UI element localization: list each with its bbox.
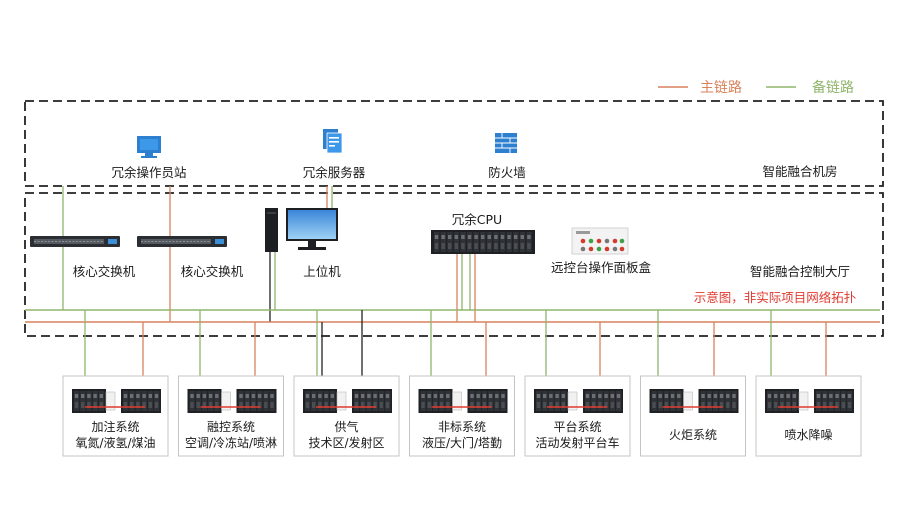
subsystem-box: 喷水降噪	[755, 375, 862, 457]
control-panel-box-label: 远控台操作面板盒	[551, 260, 652, 275]
core-switch-2-label: 核心交换机	[181, 264, 244, 279]
host-computer-label: 上位机	[303, 264, 341, 279]
subsystem-row: 加注系统氧氮/液氢/煤油融控系统空调/冷冻站/喷淋供气技术区/发射区非标系统液压…	[62, 375, 862, 457]
plc-rack-icon	[765, 389, 809, 413]
subsystem-box: 火炬系统	[640, 375, 746, 457]
subsystem-title: 喷水降噪	[784, 428, 832, 442]
subsystem-detail: 活动发射平台车	[535, 435, 619, 450]
plc-rack-icon	[187, 389, 231, 413]
plc-rack-icon	[352, 389, 392, 413]
subsystem-title: 平台系统	[553, 419, 601, 434]
firewall-icon	[495, 133, 517, 153]
operator-station-label: 冗余操作员站	[111, 165, 186, 180]
main-link-legend-label: 主链路	[700, 80, 742, 96]
plc-rack-icon	[418, 389, 462, 413]
firewall-label: 防火墙	[488, 165, 526, 180]
plc-rack-icon	[467, 389, 508, 413]
plc-rack-icon	[583, 389, 623, 413]
plc-rack-icon	[698, 389, 739, 413]
plc-rack-icon	[236, 389, 277, 413]
subsystem-title: 非标系统	[438, 420, 486, 434]
plc-rack-icon	[121, 389, 161, 413]
control-hall-label: 智能融合控制大厅	[750, 264, 850, 279]
backup-link-legend-label: 备链路	[812, 79, 854, 96]
core-switch-2-icon	[137, 236, 227, 247]
subsystem-detail: 氧氮/液氢/煤油	[75, 435, 155, 450]
server-label: 冗余服务器	[303, 165, 366, 180]
core-switch-1-label: 核心交换机	[73, 264, 136, 279]
zone-control-hall	[24, 192, 884, 337]
control-panel-box-icon	[571, 227, 629, 255]
redundant-cpu-icon	[431, 230, 535, 254]
server-room-label: 智能融合机房	[762, 164, 837, 179]
redundant-cpu-label: 冗余CPU	[452, 212, 502, 227]
plc-rack-icon	[303, 389, 347, 413]
subsystem-detail: 液压/大门/塔勤	[422, 435, 502, 450]
subsystem-title: 融控系统	[207, 420, 255, 434]
operator-station-icon	[137, 136, 161, 158]
plc-rack-icon	[534, 389, 578, 413]
subsystem-detail: 空调/冷冻站/喷淋	[185, 435, 277, 450]
host-computer-icon	[265, 208, 338, 252]
plc-rack-icon	[814, 389, 854, 413]
core-switch-1-icon	[30, 236, 120, 247]
subsystem-title: 供气	[334, 419, 358, 434]
server-icon	[323, 129, 343, 154]
diagram-note: 示意图，非实际项目网络拓扑	[694, 290, 857, 305]
subsystem-title: 火炬系统	[669, 428, 717, 442]
upper-links	[62, 186, 476, 322]
legend: 主链路 备链路	[658, 79, 854, 96]
plc-rack-icon	[649, 389, 693, 413]
plc-rack-icon	[72, 389, 116, 413]
zone-server-room	[24, 100, 884, 187]
subsystem-title: 加注系统	[91, 419, 139, 434]
subsystem-detail: 技术区/发射区	[308, 435, 384, 450]
